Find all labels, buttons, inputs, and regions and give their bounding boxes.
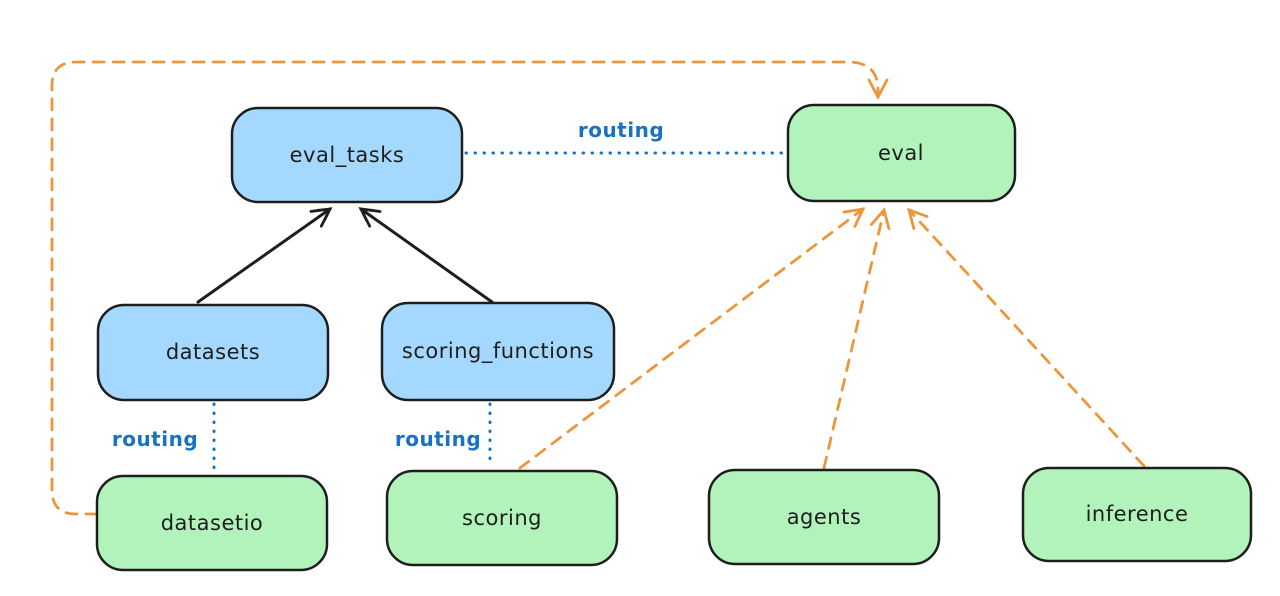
node-inference: inference xyxy=(1021,466,1253,563)
node-eval: eval xyxy=(786,103,1017,203)
edge-agents-to-eval xyxy=(822,207,891,470)
node-datasets-label: datasets xyxy=(166,340,260,364)
node-scoring-label: scoring xyxy=(462,506,542,530)
edge-scoring-functions-to-eval-tasks xyxy=(358,207,494,304)
routing-label-datasets-datasetio: routing xyxy=(112,427,198,451)
edge-datasets-to-eval-tasks xyxy=(196,207,333,304)
node-agents: agents xyxy=(707,468,941,566)
node-datasetio-label: datasetio xyxy=(161,511,264,535)
node-scoring-functions-label: scoring_functions xyxy=(402,339,594,364)
node-inference-label: inference xyxy=(1086,502,1189,526)
routing-label-scoring-functions-scoring: routing xyxy=(395,427,481,451)
node-scoring-functions: scoring_functions xyxy=(380,301,616,402)
edge-inference-to-eval xyxy=(906,207,1146,468)
node-eval-tasks: eval_tasks xyxy=(230,106,464,204)
node-datasets: datasets xyxy=(96,303,330,402)
node-eval-tasks-label: eval_tasks xyxy=(290,143,405,168)
node-agents-label: agents xyxy=(787,505,862,529)
edge-scoring-to-eval xyxy=(518,207,866,470)
routing-label-eval-tasks-eval: routing xyxy=(578,118,664,142)
node-eval-label: eval xyxy=(878,141,924,165)
node-scoring: scoring xyxy=(385,469,619,567)
edge-datasetio-to-eval xyxy=(50,60,889,516)
node-datasetio: datasetio xyxy=(95,474,329,572)
